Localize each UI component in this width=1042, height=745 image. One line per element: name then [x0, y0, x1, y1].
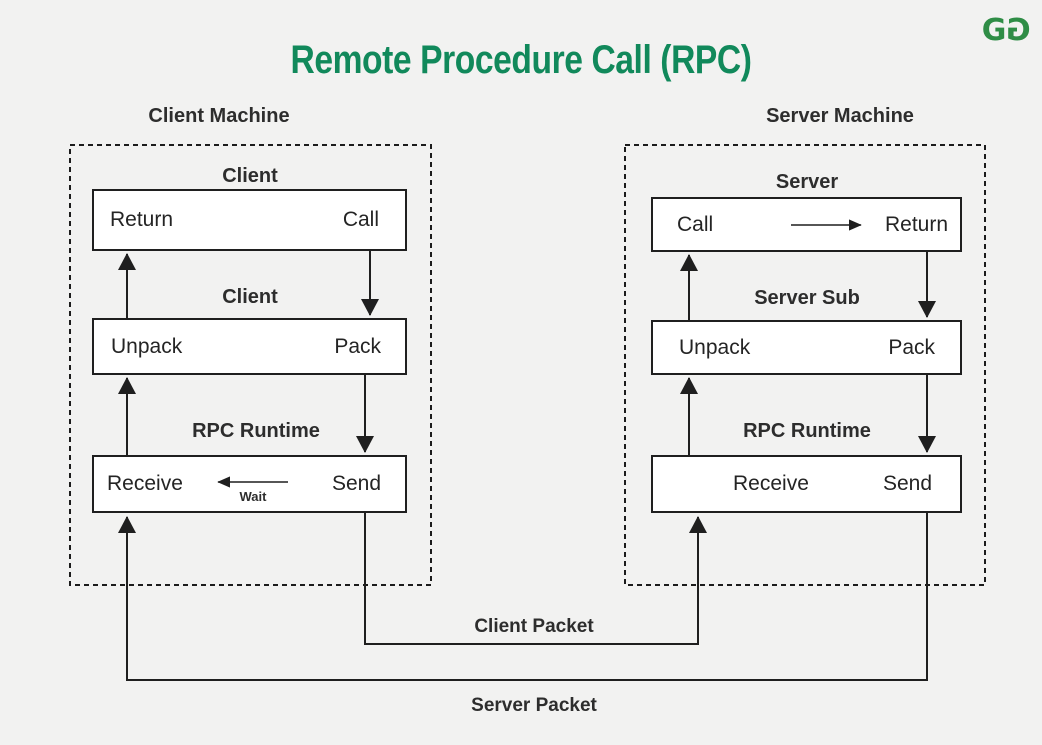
- server-pack-label: Pack: [888, 335, 935, 359]
- client-rpc-runtime-box: Receive Send: [92, 455, 407, 513]
- server-packet-label: Server Packet: [471, 695, 597, 716]
- server-return-label: Return: [884, 212, 948, 236]
- logo-g-left-icon: G: [981, 13, 1007, 48]
- server-rpc-runtime-label: RPC Runtime: [743, 420, 871, 442]
- client-receive-label: Receive: [107, 472, 183, 495]
- logo-g-right-icon: G: [1006, 13, 1031, 48]
- client-machine-header: Client Machine: [148, 105, 290, 127]
- server-sub-label: Server Sub: [754, 287, 860, 309]
- server-packet-route: [118, 513, 928, 681]
- client-packet-label: Client Packet: [474, 616, 594, 637]
- server-receive-label: Receive: [733, 472, 809, 495]
- server-box: Call Return: [651, 197, 962, 252]
- client-send-label: Send: [331, 472, 381, 495]
- client-call-label: Call: [342, 208, 379, 231]
- client-stub-label: Client: [222, 286, 278, 308]
- server-machine-header: Server Machine: [766, 105, 914, 127]
- server-rpc-runtime-box: Receive Send: [651, 455, 962, 513]
- client-return-label: Return: [110, 208, 174, 231]
- client-stub-box: Unpack Pack: [92, 318, 407, 375]
- client-rpc-runtime-label: RPC Runtime: [192, 420, 320, 442]
- wait-label: Wait: [239, 489, 267, 504]
- client-pack-label: Pack: [334, 334, 381, 358]
- geeksforgeeks-logo: G G: [981, 13, 1031, 48]
- server-sub-box: Unpack Pack: [651, 320, 962, 375]
- page-title: Remote Procedure Call (RPC): [290, 38, 752, 82]
- server-unpack-label: Unpack: [679, 335, 751, 359]
- client-box: Return Call: [92, 189, 407, 251]
- server-call-label: Call: [677, 212, 714, 236]
- client-box-label: Client: [222, 165, 278, 187]
- client-unpack-label: Unpack: [111, 334, 183, 358]
- server-send-label: Send: [882, 472, 932, 495]
- server-box-label: Server: [775, 171, 839, 193]
